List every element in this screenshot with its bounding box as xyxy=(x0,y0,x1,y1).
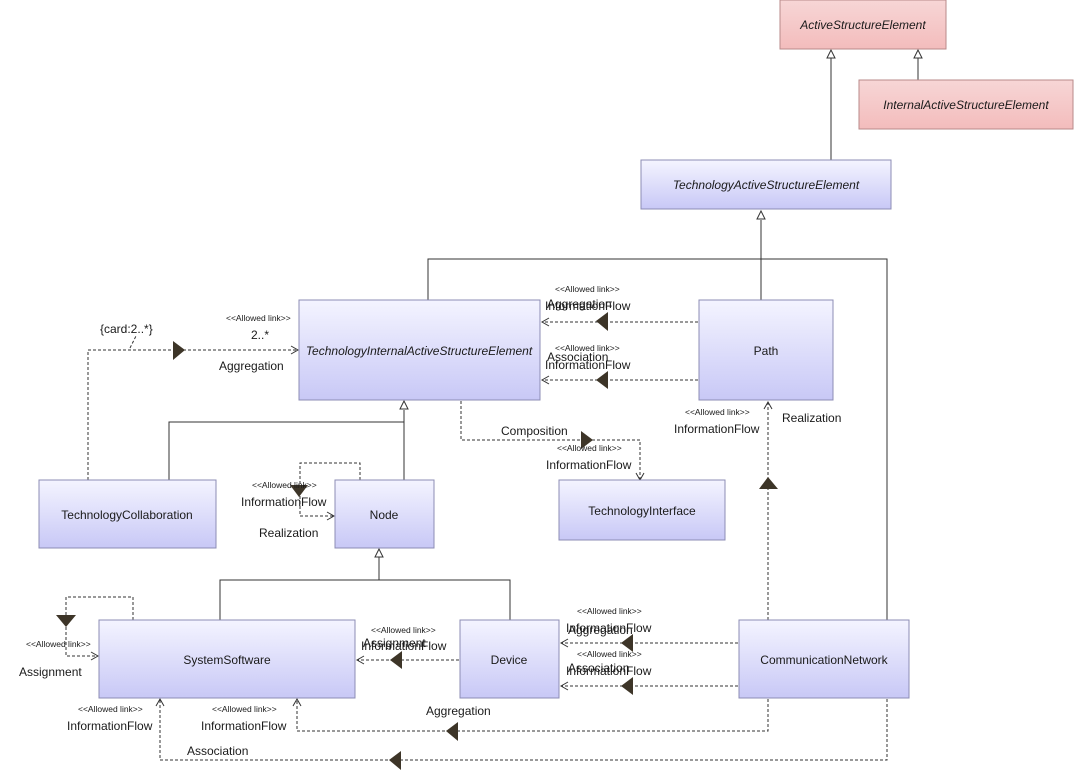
association-label: Association xyxy=(187,744,248,758)
gen-collab-to-tiase xyxy=(168,421,404,480)
element-device[interactable]: Device xyxy=(459,619,560,699)
stereotype-label: <<Allowed link>> xyxy=(212,704,277,714)
information-flow-label: InformationFlow xyxy=(545,299,631,313)
gen-arrow-tiase xyxy=(399,399,409,410)
stereotype-label: <<Allowed link>> xyxy=(78,704,143,714)
association-label: Association xyxy=(547,350,608,364)
aggregation-label: Aggregation xyxy=(568,623,633,637)
information-flow-label: InformationFlow xyxy=(201,719,287,733)
edge-node-self xyxy=(299,462,361,517)
active-structure-element-label: ActiveStructureElement xyxy=(799,18,926,32)
stereotype-label: <<Allowed link>> xyxy=(26,639,91,649)
stereotype-label: <<Allowed link>> xyxy=(555,343,620,353)
arrowhead-composition xyxy=(581,431,593,449)
stereotype-label: <<Allowed link>> xyxy=(555,284,620,294)
information-flow-label: InformationFlow xyxy=(674,422,760,436)
information-flow-label: InformationFlow xyxy=(241,495,327,509)
constraint-label: {card:2..*} xyxy=(100,322,153,336)
gen-system-software-to-node xyxy=(219,557,380,620)
element-communication-network[interactable]: CommunicationNetwork xyxy=(738,619,910,699)
gen-device-to-node xyxy=(379,579,511,620)
edge-composition xyxy=(460,401,641,480)
arrowhead-network-device-aggregation xyxy=(621,634,633,652)
gen-arrow-tech-active xyxy=(756,209,766,220)
information-flow-label: InformationFlow xyxy=(566,664,652,678)
system-software-label: SystemSoftware xyxy=(183,653,271,667)
edge-collab-aggregation xyxy=(87,349,298,480)
internal-active-structure-element-label: InternalActiveStructureElement xyxy=(883,98,1049,112)
assignment-label: Assignment xyxy=(19,665,82,679)
composition-label: Composition xyxy=(501,424,568,438)
element-technology-internal-active-structure-element[interactable]: TechnologyInternalActiveStructureElement xyxy=(298,299,541,401)
stereotype-label: <<Allowed link>> xyxy=(371,625,436,635)
multiplicity-label: 2..* xyxy=(251,328,269,342)
gen-tiase-to-tech-active xyxy=(427,258,761,300)
path-label: Path xyxy=(754,344,779,358)
element-node[interactable]: Node xyxy=(334,479,435,549)
edge-network-system-aggregation xyxy=(296,699,769,732)
information-flow-label: InformationFlow xyxy=(545,358,631,372)
element-technology-interface[interactable]: TechnologyInterface xyxy=(558,479,726,541)
arrowhead-path-association xyxy=(596,371,608,389)
element-active-structure-element[interactable]: ActiveStructureElement xyxy=(779,0,947,50)
information-flow-label: InformationFlow xyxy=(67,719,153,733)
arrowhead-network-device-association xyxy=(621,677,633,695)
stereotype-label: <<Allowed link>> xyxy=(252,480,317,490)
arrowhead-network-system-association xyxy=(389,751,401,770)
element-internal-active-structure-element[interactable]: InternalActiveStructureElement xyxy=(858,79,1074,130)
arrowhead-node-self xyxy=(290,485,308,497)
aggregation-label: Aggregation xyxy=(426,704,491,718)
technology-active-structure-element-label: TechnologyActiveStructureElement xyxy=(673,178,860,192)
element-path[interactable]: Path xyxy=(698,299,834,401)
aggregation-label: Aggregation xyxy=(547,297,612,311)
edge-system-self xyxy=(65,596,134,657)
relationship-edges xyxy=(56,312,888,770)
element-system-software[interactable]: SystemSoftware xyxy=(98,619,356,699)
arrowhead-path-aggregation xyxy=(596,312,608,331)
arrowhead-device-system-assignment xyxy=(390,651,402,669)
stereotype-label: <<Allowed link>> xyxy=(557,443,622,453)
stereotype-label: <<Allowed link>> xyxy=(685,407,750,417)
edge-labels: <<Allowed link>> Aggregation Information… xyxy=(19,284,841,758)
gen-arrow-active xyxy=(826,48,836,59)
realization-label: Realization xyxy=(782,411,841,425)
communication-network-label: CommunicationNetwork xyxy=(760,653,888,667)
element-technology-collaboration[interactable]: TechnologyCollaboration xyxy=(38,479,217,549)
technology-interface-label: TechnologyInterface xyxy=(588,504,696,518)
stereotype-label: <<Allowed link>> xyxy=(226,313,291,323)
aggregation-label: Aggregation xyxy=(219,359,284,373)
information-flow-label: InformationFlow xyxy=(566,621,652,635)
arrowhead-system-self xyxy=(56,615,76,627)
information-flow-label: InformationFlow xyxy=(361,639,447,653)
information-flow-label: InformationFlow xyxy=(546,458,632,472)
edge-network-system-association xyxy=(159,699,888,761)
realization-label: Realization xyxy=(259,526,318,540)
device-label: Device xyxy=(491,653,528,667)
association-label: Association xyxy=(568,661,629,675)
gen-arrow-node xyxy=(374,547,384,558)
technology-internal-active-structure-element-label: TechnologyInternalActiveStructureElement xyxy=(306,344,533,358)
stereotype-label: <<Allowed link>> xyxy=(577,649,642,659)
arrowhead-network-realization xyxy=(759,477,778,489)
element-technology-active-structure-element[interactable]: TechnologyActiveStructureElement xyxy=(640,159,892,210)
arrowhead-network-system-aggregation xyxy=(446,722,458,741)
assignment-label: Assignment xyxy=(363,636,426,650)
stereotype-label: <<Allowed link>> xyxy=(577,606,642,616)
generalization-edges xyxy=(168,48,923,620)
technology-collaboration-label: TechnologyCollaboration xyxy=(61,508,192,522)
gen-network-to-tech-active xyxy=(761,258,888,620)
arrowhead-collab-aggregation xyxy=(173,341,185,360)
gen-arrow-internal-active xyxy=(913,48,923,59)
node-label: Node xyxy=(370,508,399,522)
